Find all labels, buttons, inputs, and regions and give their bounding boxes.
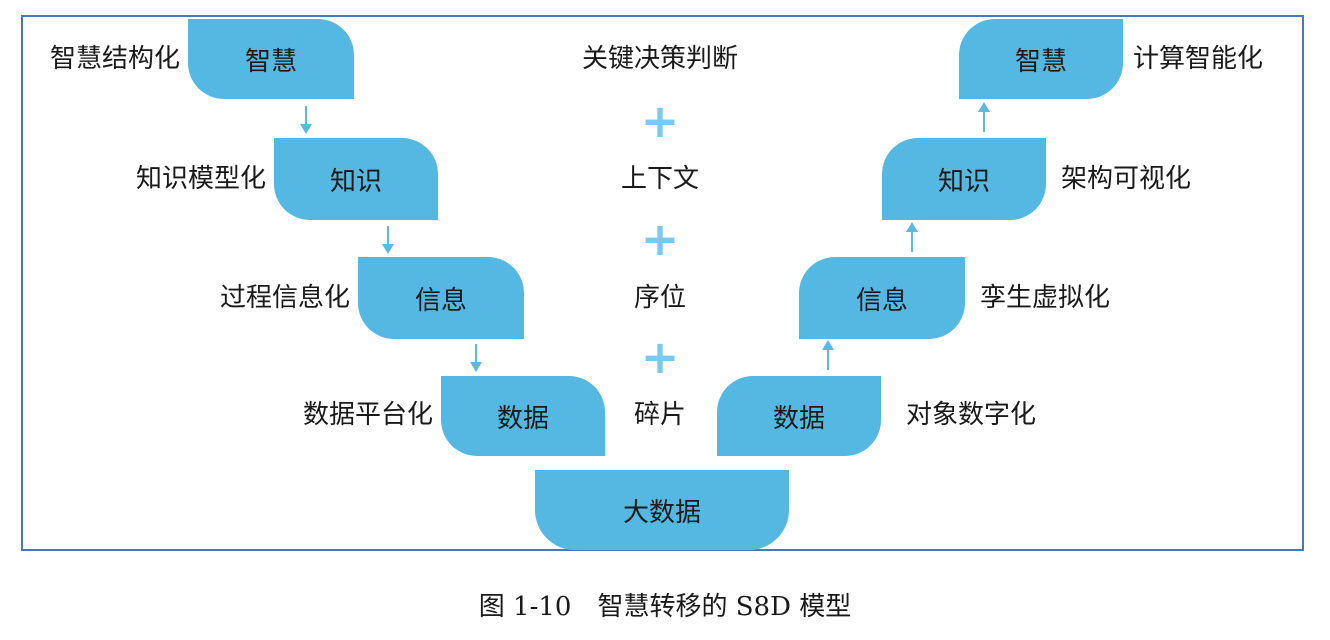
- center-item-fragments: 碎片: [633, 400, 687, 430]
- down-arrow-icon-3: [470, 344, 482, 372]
- center-item-context: 上下文: [620, 164, 700, 194]
- right-box-wisdom-label: 智慧: [1014, 46, 1067, 77]
- right-box-knowledge-label: 知识: [937, 166, 990, 197]
- left-box-wisdom-label: 智慧: [244, 46, 297, 77]
- right-box-knowledge: 知识: [882, 138, 1046, 220]
- up-arrow-icon-1: [978, 102, 990, 132]
- left-label-knowledge: 知识模型化: [135, 164, 266, 194]
- diagram-frame: [21, 15, 1304, 551]
- left-box-knowledge: 知识: [274, 138, 438, 220]
- right-box-data: 数据: [717, 376, 881, 456]
- plus-icon-1: +: [640, 94, 680, 148]
- figure-caption: 图 1-10 智慧转移的 S8D 模型: [478, 592, 852, 622]
- left-box-data-label: 数据: [496, 403, 549, 434]
- right-box-information: 信息: [799, 257, 965, 339]
- right-label-wisdom: 计算智能化: [1133, 44, 1264, 74]
- left-box-information: 信息: [358, 257, 524, 339]
- left-box-information-label: 信息: [414, 285, 467, 316]
- right-box-data-label: 数据: [772, 403, 825, 434]
- up-arrow-icon-2: [906, 222, 918, 252]
- left-box-wisdom: 智慧: [188, 19, 354, 99]
- left-label-wisdom: 智慧结构化: [49, 44, 180, 74]
- big-data-box: 大数据: [535, 470, 789, 550]
- big-data-label: 大数据: [622, 497, 701, 528]
- right-label-knowledge: 架构可视化: [1061, 164, 1192, 194]
- plus-icon-2: +: [640, 212, 680, 266]
- left-label-information: 过程信息化: [219, 283, 350, 313]
- left-label-data: 数据平台化: [302, 400, 433, 430]
- left-box-data: 数据: [441, 376, 605, 456]
- up-arrow-icon-3: [822, 340, 834, 370]
- center-item-sequence: 序位: [633, 283, 687, 313]
- center-item-decision: 关键决策判断: [581, 44, 739, 74]
- left-box-knowledge-label: 知识: [329, 166, 382, 197]
- right-box-wisdom: 智慧: [959, 19, 1123, 99]
- plus-icon-3: +: [640, 330, 680, 384]
- down-arrow-icon-2: [382, 226, 394, 254]
- right-label-data: 对象数字化: [906, 400, 1037, 430]
- down-arrow-icon-1: [300, 106, 312, 134]
- right-box-information-label: 信息: [855, 285, 908, 316]
- right-label-information: 孪生虚拟化: [980, 283, 1111, 313]
